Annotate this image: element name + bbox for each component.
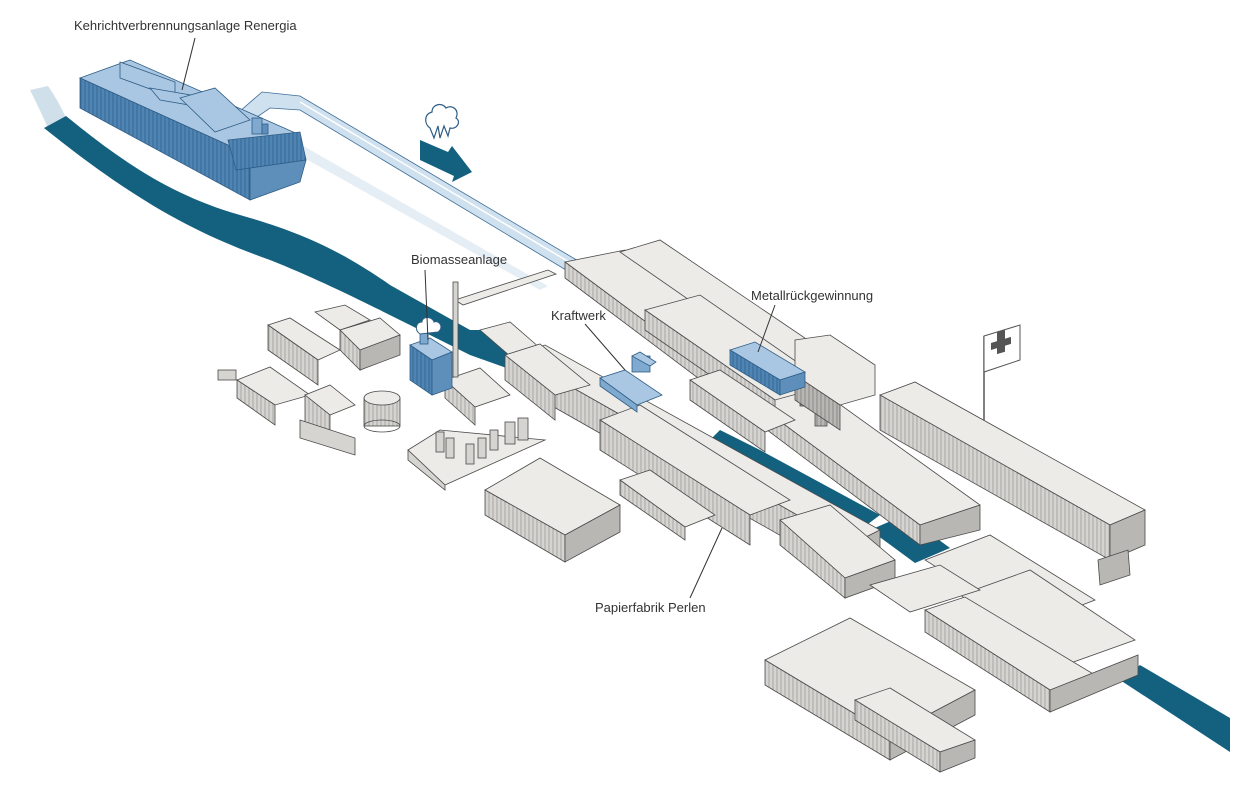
flow-arrow-icon [420,140,472,182]
renergia-plant [78,59,307,201]
steam-cloud-icon [425,103,460,140]
tank-farm [435,417,529,465]
power-plant [599,351,663,413]
biomass-label: Biomasseanlage [411,252,508,267]
biomass-plant [409,317,453,396]
paper-mill-label: Papierfabrik Perlen [595,600,706,615]
leader-lines [181,37,776,599]
metal-recovery-plant [729,341,806,396]
swiss-flag-icon [983,324,1021,420]
renergia-label: Kehrichtverbrennungsanlage Renergia [74,18,297,33]
power-plant-label: Kraftwerk [551,308,606,323]
paper-mill-buildings [217,239,1146,773]
chimney [452,281,459,378]
metal-recovery-label: Metallrückgewinnung [751,288,874,303]
